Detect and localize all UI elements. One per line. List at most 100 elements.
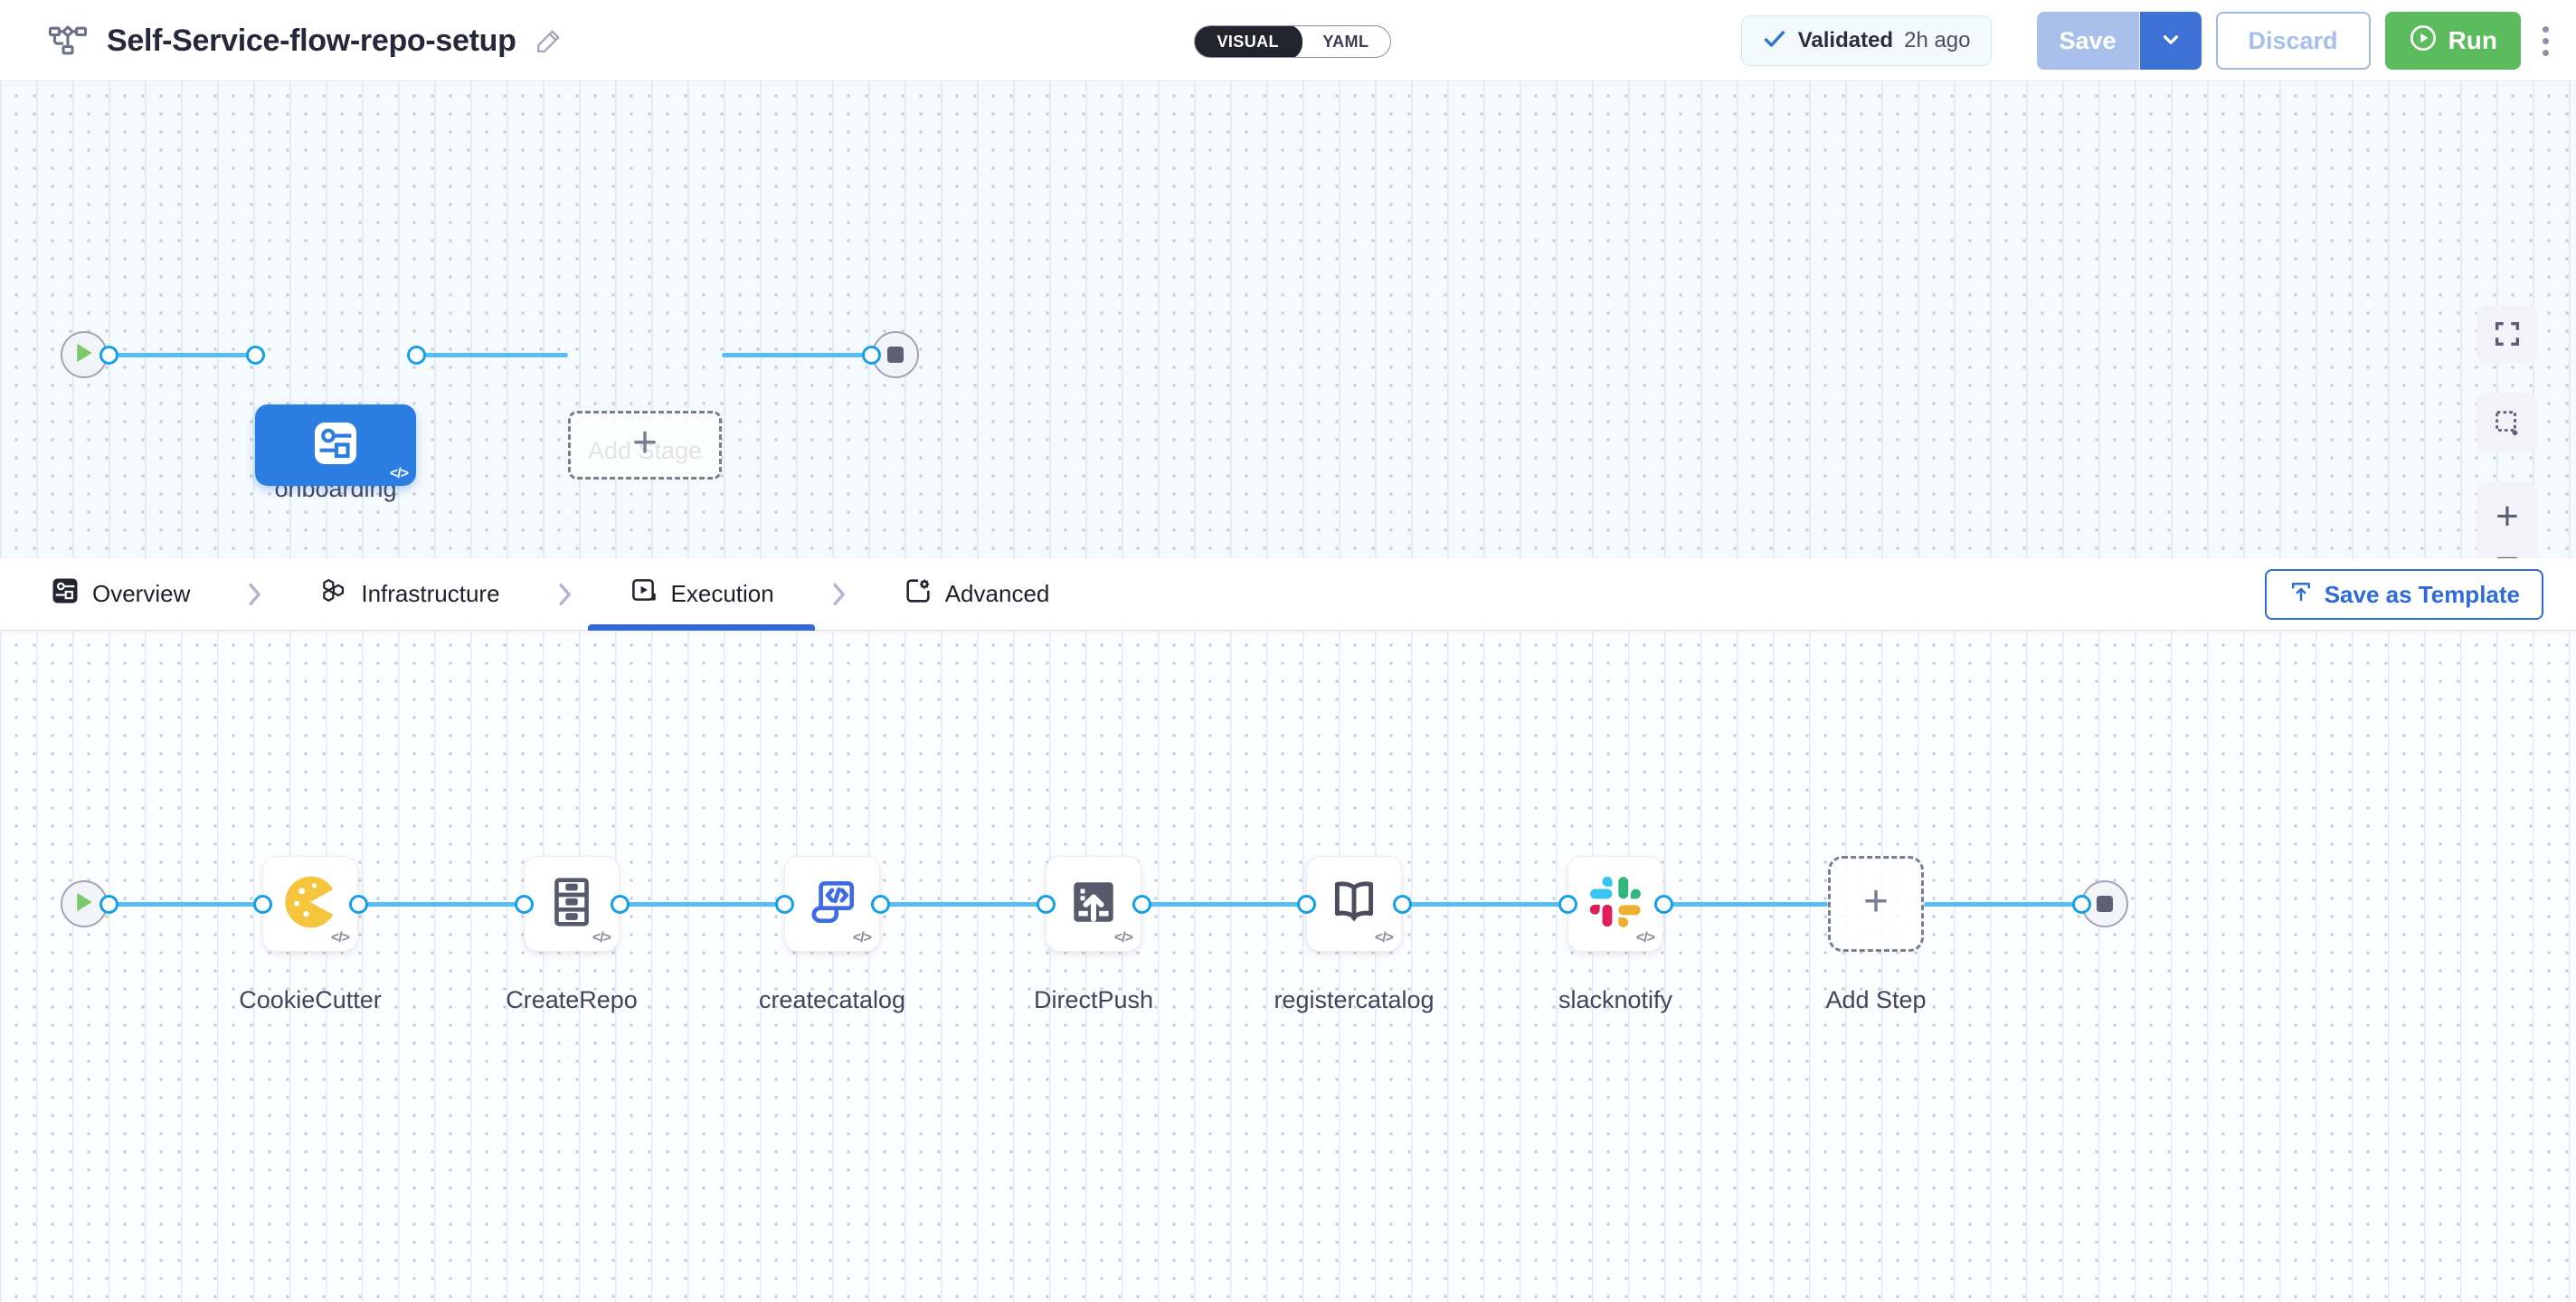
infrastructure-hexagons-icon <box>318 575 349 613</box>
zoom-in-icon[interactable]: + <box>2496 493 2519 538</box>
slack-icon <box>1587 874 1643 935</box>
step-node-createcatalog[interactable]: </> <box>784 856 880 952</box>
chevron-right-icon <box>555 583 573 606</box>
fullscreen-icon[interactable] <box>2477 305 2538 363</box>
validated-badge: Validated 2h ago <box>1740 15 1992 66</box>
stop-square-icon <box>2097 896 2113 912</box>
connector-port[interactable] <box>99 895 118 914</box>
connector-port[interactable] <box>349 895 368 914</box>
tab-label: Advanced <box>944 580 1050 607</box>
code-badge: </> <box>1113 930 1133 946</box>
page-title: Self-Service-flow-repo-setup <box>107 23 516 58</box>
start-play-icon <box>74 891 94 917</box>
tab-label: Overview <box>92 580 191 607</box>
add-stage-button[interactable]: + <box>568 411 722 480</box>
step-label: DirectPush <box>1033 986 1154 1013</box>
code-badge: </> <box>592 930 611 946</box>
flow-edge <box>620 902 784 907</box>
flow-edge <box>1402 902 1567 907</box>
cookiecutter-icon <box>280 872 340 936</box>
save-dropdown-button[interactable] <box>2139 12 2202 70</box>
connector-port[interactable] <box>862 346 881 365</box>
tab-label: Execution <box>670 580 774 607</box>
open-book-icon <box>1326 874 1382 935</box>
start-play-icon <box>74 342 94 368</box>
tab-label: Infrastructure <box>361 580 500 607</box>
step-node-createrepo[interactable]: </> <box>524 856 620 952</box>
step-node-cookiecutter[interactable]: </> <box>262 856 358 952</box>
connector-port[interactable] <box>1132 895 1151 914</box>
execution-play-icon <box>629 575 659 613</box>
upload-terminal-icon <box>1065 874 1122 935</box>
connector-port[interactable] <box>1297 895 1316 914</box>
header-right-group: Validated 2h ago Save Discard Run <box>1740 0 2556 81</box>
visual-yaml-toggle: VISUAL YAML <box>1194 25 1392 58</box>
stage-tab-strip: Overview Infrastructure Execution <box>0 558 2576 631</box>
chevron-down-icon <box>2159 28 2183 54</box>
connector-port[interactable] <box>253 895 272 914</box>
validated-status: Validated <box>1797 28 1894 52</box>
tab-advanced[interactable]: Advanced <box>862 558 1091 631</box>
connector-port[interactable] <box>775 895 794 914</box>
save-as-template-label: Save as Template <box>2324 580 2520 608</box>
code-badge: </> <box>330 930 350 946</box>
stage-node-service-onboarding[interactable]: </> <box>255 404 416 486</box>
pipeline-header: Self-Service-flow-repo-setup VISUAL YAML… <box>0 0 2576 81</box>
plus-icon: + <box>1862 878 1889 926</box>
connector-port[interactable] <box>1037 895 1056 914</box>
flow-edge <box>722 353 871 357</box>
step-label: CookieCutter <box>239 986 382 1013</box>
step-label: CreateRepo <box>506 986 638 1013</box>
stage-canvas[interactable]: </> + service-onboarding Add Stage + − <box>0 81 2576 593</box>
add-step-button[interactable]: + <box>1828 856 1924 952</box>
connector-port[interactable] <box>515 895 534 914</box>
validated-time: 2h ago <box>1904 28 1971 52</box>
step-label: createcatalog <box>758 986 906 1013</box>
flow-edge <box>1663 902 1828 907</box>
step-node-registercatalog[interactable]: </> <box>1306 856 1402 952</box>
active-tab-underline <box>587 623 815 631</box>
yaml-mode-button[interactable]: YAML <box>1322 32 1369 51</box>
connector-port[interactable] <box>1558 895 1577 914</box>
run-label: Run <box>2448 26 2497 54</box>
connector-port[interactable] <box>2072 895 2091 914</box>
flow-edge <box>109 353 255 357</box>
flow-edge <box>416 353 568 357</box>
connector-port[interactable] <box>246 346 265 365</box>
save-as-template-button[interactable]: Save as Template <box>2264 569 2543 620</box>
step-node-slacknotify[interactable]: </> <box>1567 856 1663 952</box>
discard-button[interactable]: Discard <box>2215 12 2371 70</box>
chevron-right-icon <box>829 583 848 606</box>
connector-port[interactable] <box>407 346 426 365</box>
drawer-cabinet-icon <box>544 874 600 935</box>
more-options-kebab-icon[interactable] <box>2535 19 2556 63</box>
add-step-label: Add Step <box>1825 986 1927 1013</box>
canvas-controls: + − <box>2477 305 2538 593</box>
save-button[interactable]: Save <box>2036 12 2140 70</box>
step-label: registercatalog <box>1274 986 1435 1013</box>
visual-mode-button[interactable]: VISUAL <box>1195 26 1302 57</box>
connector-port[interactable] <box>1654 895 1673 914</box>
connector-port[interactable] <box>871 895 890 914</box>
pipeline-flowchart-icon <box>47 20 89 62</box>
stop-square-icon <box>887 347 904 363</box>
step-node-directpush[interactable]: </> <box>1046 856 1141 952</box>
connector-port[interactable] <box>99 346 118 365</box>
marquee-select-icon[interactable] <box>2477 394 2538 451</box>
tab-execution[interactable]: Execution <box>587 558 815 631</box>
chevron-right-icon <box>245 583 263 606</box>
code-badge: </> <box>389 466 409 481</box>
header-left-group: Self-Service-flow-repo-setup <box>47 0 564 81</box>
run-button[interactable]: Run <box>2384 12 2521 70</box>
code-catalog-icon <box>804 874 860 935</box>
edit-pencil-icon[interactable] <box>535 26 564 55</box>
connector-port[interactable] <box>611 895 630 914</box>
execution-canvas[interactable]: </> </> </> <box>0 631 2576 1302</box>
tab-infrastructure[interactable]: Infrastructure <box>278 558 540 631</box>
tab-overview[interactable]: Overview <box>9 558 231 631</box>
flow-edge <box>1924 902 2081 907</box>
code-badge: </> <box>852 930 872 946</box>
advanced-gear-doc-icon <box>903 575 933 613</box>
connector-port[interactable] <box>1393 895 1412 914</box>
flow-edge <box>109 902 262 907</box>
